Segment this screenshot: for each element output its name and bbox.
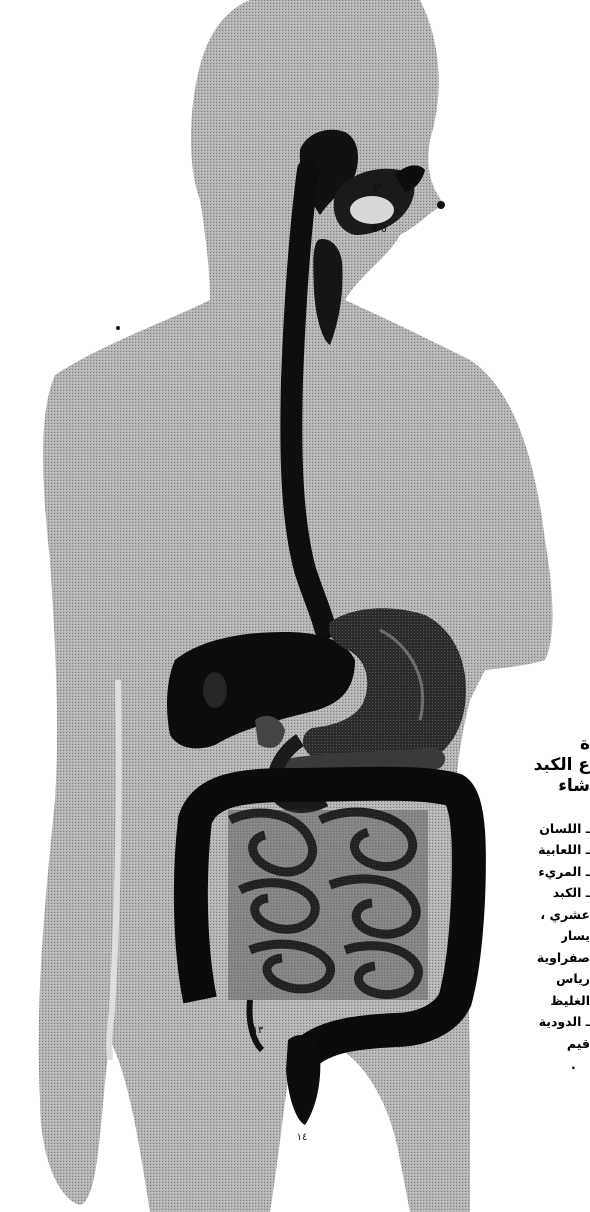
liver-gloss [203, 672, 227, 708]
caption-title-line: شاء [558, 776, 590, 796]
caption-title-line: ة [580, 734, 590, 754]
caption-line: الغليظ [550, 990, 590, 1012]
caption-line: ـ الكبد [553, 882, 590, 904]
ink-mark [371, 224, 379, 232]
ink-mark [437, 201, 445, 209]
caption-line: ـ المريء [538, 861, 590, 883]
caption-line: ـ اللعابية [538, 839, 590, 861]
caption-line: رياس [556, 968, 590, 990]
caption-line: ـ اللسان [539, 818, 590, 840]
ink-mark [116, 326, 120, 330]
caption-line: ـ الدودية [539, 1011, 590, 1033]
tongue-highlight [350, 196, 394, 224]
caption-title-line: ع الكبد [534, 755, 590, 775]
caption-line: عشري ، [540, 904, 590, 926]
number-label: ١٤ [297, 1132, 308, 1143]
intestine-shade [228, 810, 428, 1000]
caption-line: صفراوية [537, 947, 590, 969]
number-label: ٢ [373, 180, 382, 196]
number-label: ١٣ [253, 1025, 264, 1036]
number-label: ٥ [381, 224, 386, 235]
caption-line: يسار [561, 925, 590, 947]
caption-line: . [571, 1054, 576, 1076]
rectum [286, 1035, 320, 1125]
caption-line: قيم [567, 1033, 590, 1055]
